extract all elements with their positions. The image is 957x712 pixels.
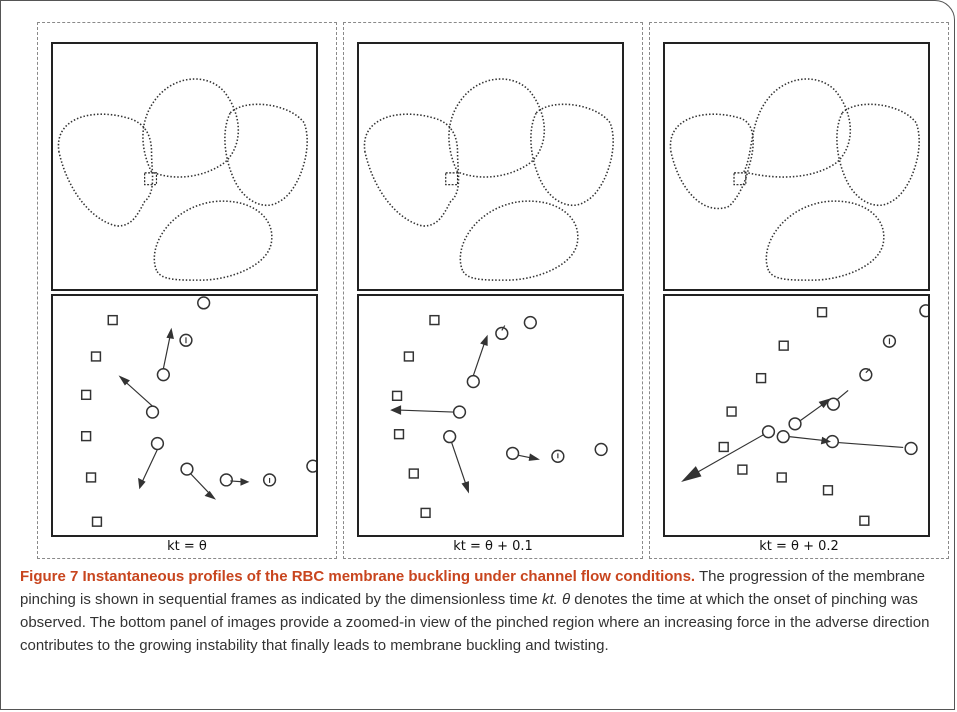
caption-kt: kt. [541,591,558,608]
cell-profile-view-3 [663,42,930,291]
time-label-3: kt = θ + 0.2 [759,539,839,554]
cell-outlines-3 [669,78,920,281]
zoom-view-3 [663,294,930,537]
caption-theta: θ [557,591,571,608]
force-vectors-1 [80,296,316,527]
caption-text-1: The progression of the membrane pinching… [20,568,925,608]
time-label-1: kt = θ [167,539,207,554]
cell-profile-view-2 [357,42,624,291]
time-label-2: kt = θ + 0.1 [453,539,533,554]
cell-outlines-1 [57,78,308,281]
panel-2: kt = θ + 0.1 [343,22,643,559]
cell-profile-view-1 [51,42,318,291]
zoom-view-2 [357,294,624,537]
caption-title: Figure 7 Instantaneous profiles of the R… [20,568,696,585]
zoom-view-1 [51,294,318,537]
cell-outlines-2 [363,78,614,281]
figure-caption: Figure 7 Instantaneous profiles of the R… [20,565,940,657]
panel-1: kt = θ [37,22,337,559]
force-vectors-2 [390,314,608,519]
caption-text-2: denotes the time at which the onset of p… [20,591,930,654]
panel-3: kt = θ + 0.2 [649,22,949,559]
force-vectors-3 [681,304,928,526]
